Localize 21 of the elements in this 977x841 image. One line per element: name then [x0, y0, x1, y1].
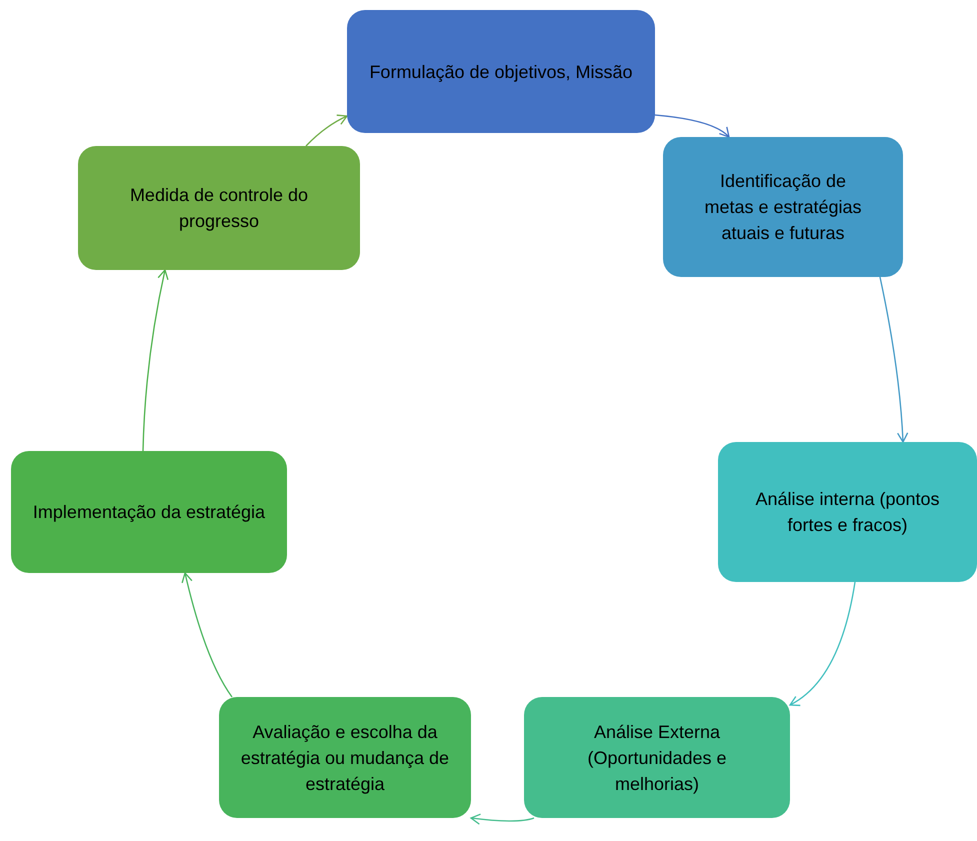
process-box: [11, 451, 287, 573]
arrow: [470, 813, 534, 825]
process-box: [347, 10, 655, 133]
arrow: [306, 114, 348, 146]
arrow: [789, 582, 856, 706]
process-box: [663, 137, 903, 277]
arrow: [879, 276, 908, 443]
arrow: [182, 572, 233, 698]
box-label: Identificação de metas e estratégias atuais e futuras: [703, 170, 863, 245]
box-label: Avaliação e escolha da estratégia ou mudança de estratégia: [240, 720, 450, 796]
process-box: [78, 146, 360, 270]
box-label: Formulação de objetivos, Missão: [369, 60, 633, 84]
process-box: [718, 442, 977, 582]
arrow: [654, 114, 730, 138]
box-label: Medida de controle do progresso: [128, 184, 310, 233]
process-box: [524, 697, 790, 818]
box-label: Análise Externa (Oportunidades e melhorias): [586, 720, 728, 796]
arrow: [142, 269, 169, 452]
box-label: Análise interna (pontos fortes e fracos): [754, 488, 941, 537]
process-box: [219, 697, 471, 818]
box-label: Implementação da estratégia: [32, 501, 266, 524]
